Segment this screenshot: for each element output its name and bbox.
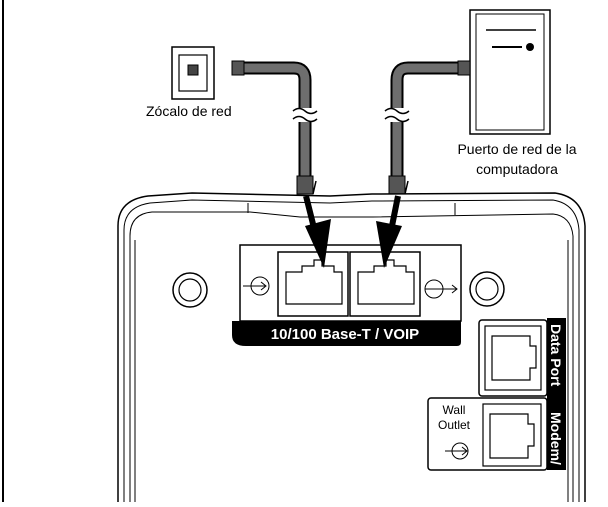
modem-jack-icon xyxy=(482,403,542,467)
base-port-banner: 10/100 Base-T / VOIP xyxy=(232,321,461,346)
wall-outlet-label-line1: Wall xyxy=(443,403,466,417)
left-screw-hole-icon xyxy=(172,272,208,308)
data-port-panel xyxy=(478,319,548,397)
lan-jack-1-icon xyxy=(277,251,349,317)
modem-label: Modem/ xyxy=(548,412,564,465)
lan-jack-2-icon xyxy=(349,251,421,317)
insert-arrow-right-icon xyxy=(376,195,402,268)
computer-tower-icon xyxy=(469,9,551,135)
base-port-banner-text: 10/100 Base-T / VOIP xyxy=(271,326,419,343)
computer-port-label-line1: Puerto de red de la xyxy=(457,141,576,157)
data-port-label: Data Port xyxy=(548,324,564,387)
port-in-arrow-icon xyxy=(243,276,270,296)
wall-outlet-label-line2: Outlet xyxy=(438,418,471,432)
right-network-cable xyxy=(384,60,471,195)
left-network-cable xyxy=(231,60,318,195)
data-port-tab: Data Port xyxy=(547,318,566,398)
wall-socket-label: Zócalo de red xyxy=(146,103,232,119)
modem-tab: Modem/ xyxy=(547,396,566,470)
base-port-panel xyxy=(239,244,462,322)
port-out-arrow-icon xyxy=(424,279,458,299)
computer-port-label-line2: computadora xyxy=(476,161,558,177)
data-port-jack-icon xyxy=(484,325,542,391)
right-screw-hole-icon xyxy=(469,271,505,307)
wall-outlet-arrow-icon xyxy=(445,442,469,460)
wall-outlet-panel: Wall Outlet xyxy=(427,397,548,471)
insert-arrow-left-icon xyxy=(303,195,331,268)
wall-socket-icon xyxy=(171,46,215,100)
